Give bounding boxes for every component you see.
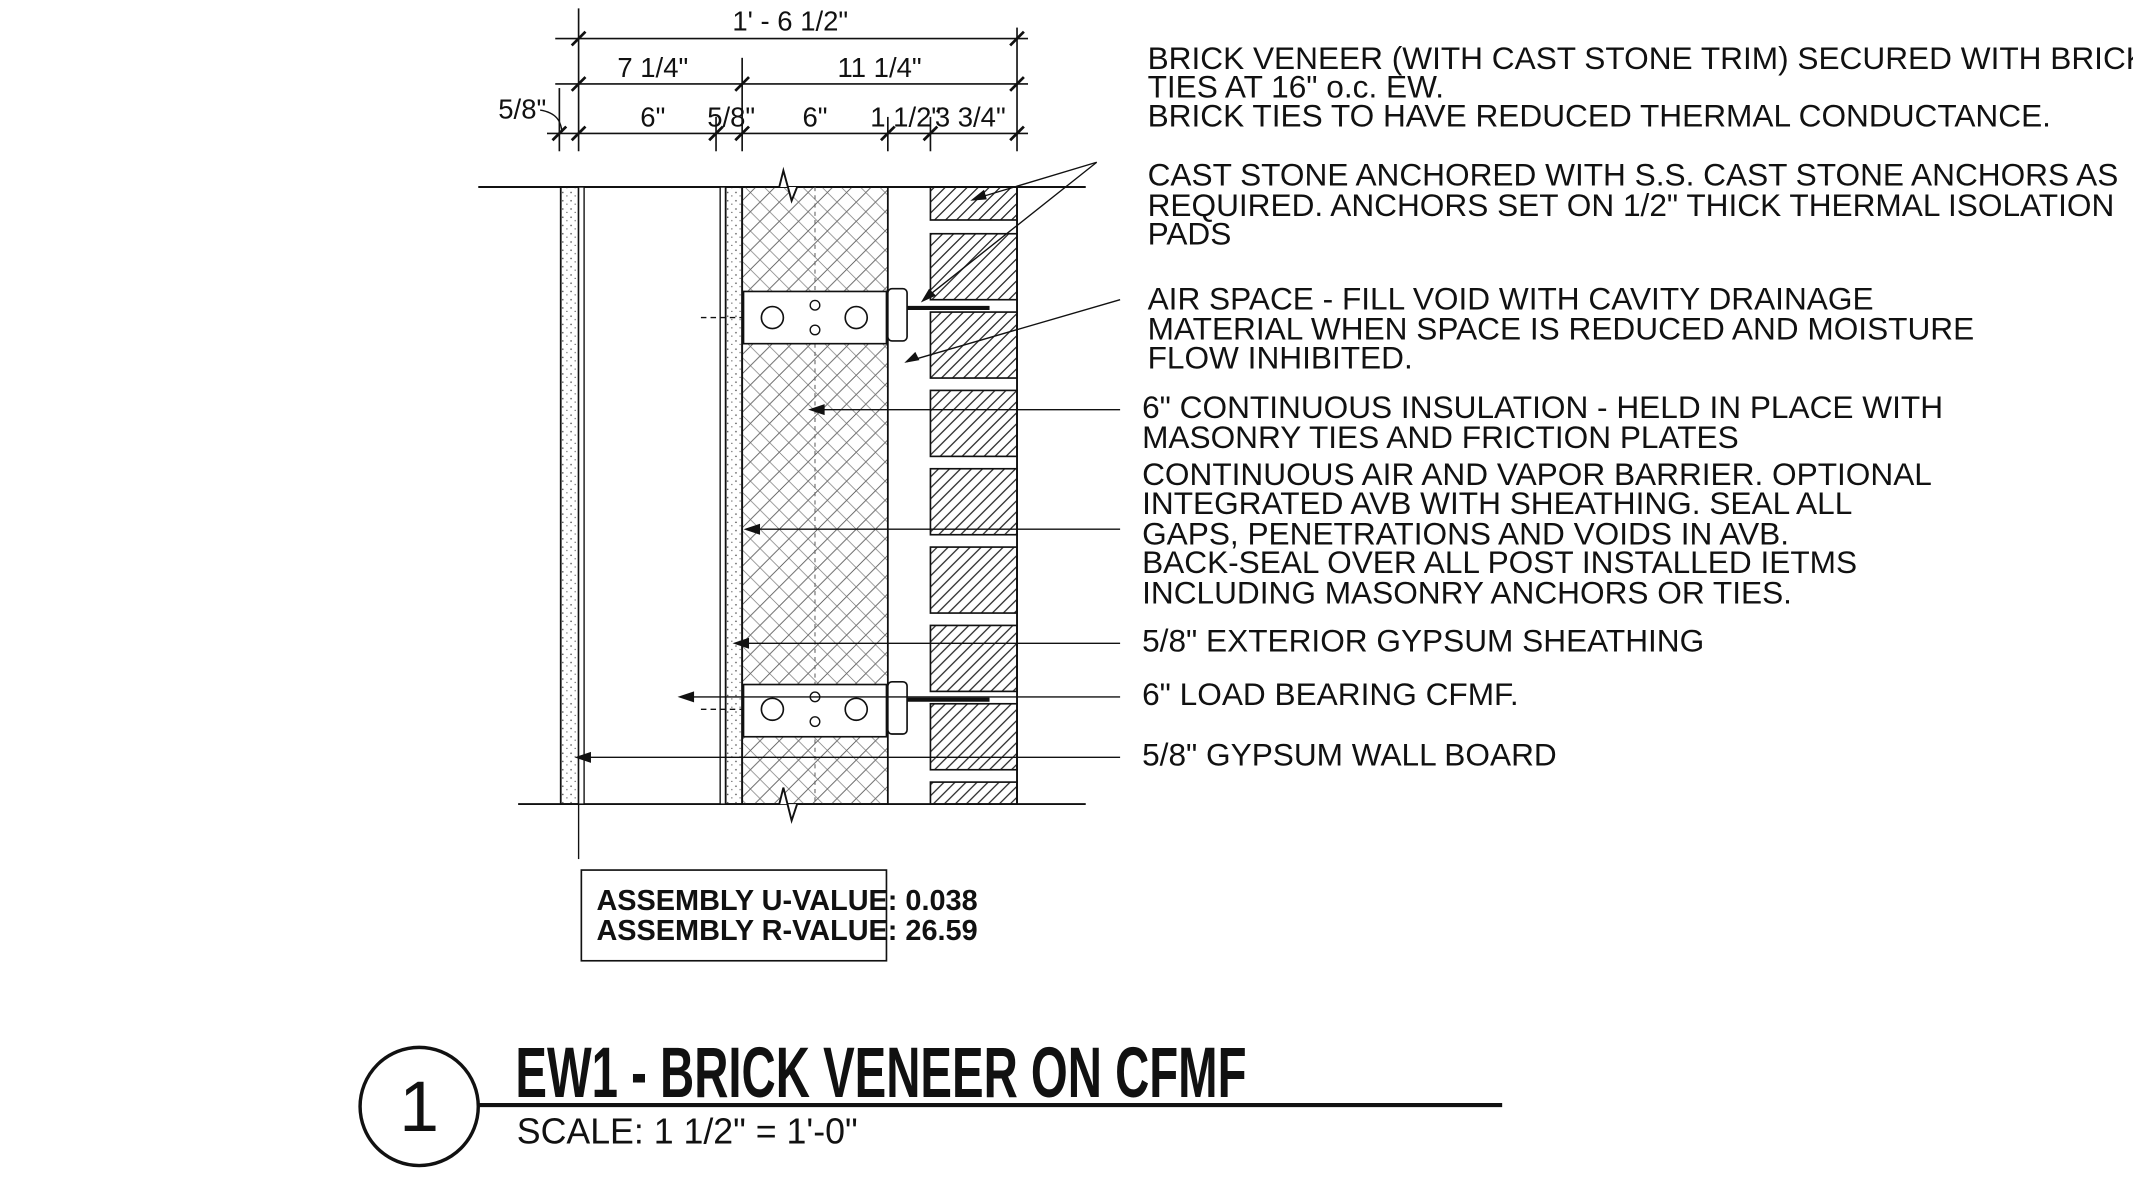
dim-overall: 1' - 6 1/2"	[732, 5, 848, 36]
note-line: PADS	[1148, 216, 1232, 252]
brick-veneer	[929, 186, 1018, 805]
dim-seg-stud: 6"	[640, 102, 665, 133]
note-line: BRICK TIES TO HAVE REDUCED THERMAL CONDU…	[1148, 98, 2051, 134]
dim-seg-sheathing: 5/8"	[707, 102, 755, 133]
dim-seg-air: 1 1/2"	[870, 102, 941, 133]
note-line: CONTINUOUS AIR AND VAPOR BARRIER. OPTION…	[1142, 456, 1932, 492]
detail-number: 1	[399, 1067, 439, 1147]
masonry-anchor-lower	[700, 680, 990, 738]
note-line: GAPS, PENETRATIONS AND VOIDS IN AVB.	[1142, 515, 1789, 551]
note-line: REQUIRED. ANCHORS SET ON 1/2" THICK THER…	[1148, 187, 2115, 223]
note-cfmf: 6" LOAD BEARING CFMF.	[1142, 676, 1519, 712]
masonry-anchor-upper	[700, 287, 990, 345]
note-brick-veneer: BRICK VENEER (WITH CAST STONE TRIM) SECU…	[1148, 40, 2133, 134]
assembly-values-box: ASSEMBLY U-VALUE: 0.038 ASSEMBLY R-VALUE…	[580, 869, 978, 962]
title-block: 1 EW1 - BRICK VENEER ON CFMF SCALE: 1 1/…	[358, 1033, 1503, 1168]
exterior-gypsum-sheathing	[724, 186, 744, 805]
dimension-strings	[540, 8, 1029, 152]
dim-group-right: 11 1/4"	[838, 52, 922, 83]
note-line: INTEGRATED AVB WITH SHEATHING. SEAL ALL	[1142, 485, 1852, 521]
dim-side-left: 5/8"	[498, 93, 546, 124]
dim-group-left: 7 1/4"	[617, 52, 688, 83]
note-sheathing: 5/8" EXTERIOR GYPSUM SHEATHING	[1142, 623, 1704, 659]
note-insulation: 6" CONTINUOUS INSULATION - HELD IN PLACE…	[1142, 389, 1943, 455]
note-line: MASONRY TIES AND FRICTION PLATES	[1142, 419, 1739, 455]
note-line: BACK-SEAL OVER ALL POST INSTALLED IETMS	[1142, 544, 1857, 580]
note-avb: CONTINUOUS AIR AND VAPOR BARRIER. OPTION…	[1142, 456, 1932, 610]
assembly-u-value: ASSEMBLY U-VALUE: 0.038	[596, 885, 977, 917]
note-line: CAST STONE ANCHORED WITH S.S. CAST STONE…	[1148, 157, 2119, 193]
detail-scale: SCALE: 1 1/2" = 1'-0"	[517, 1112, 858, 1152]
note-gwb: 5/8" GYPSUM WALL BOARD	[1142, 737, 1557, 773]
leader-arrowheads	[574, 189, 987, 763]
assembly-r-value: ASSEMBLY R-VALUE: 26.59	[596, 915, 977, 947]
note-line: 6" CONTINUOUS INSULATION - HELD IN PLACE…	[1142, 389, 1943, 425]
note-line: AIR SPACE - FILL VOID WITH CAVITY DRAINA…	[1148, 280, 1874, 316]
gypsum-wall-board	[559, 186, 580, 805]
cfmf-stud-left-flange	[577, 186, 585, 805]
note-line: MATERIAL WHEN SPACE IS REDUCED AND MOIST…	[1148, 311, 1975, 347]
detail-title: EW1 - BRICK VENEER ON CFMF	[515, 1033, 1246, 1113]
note-line: INCLUDING MASONRY ANCHORS OR TIES.	[1142, 574, 1792, 610]
leader-lines	[577, 161, 1121, 759]
note-line: TIES AT 16" o.c. EW.	[1148, 69, 1444, 105]
dim-seg-insulation: 6"	[802, 102, 827, 133]
note-cast-stone: CAST STONE ANCHORED WITH S.S. CAST STONE…	[1148, 157, 2119, 252]
wall-section	[478, 166, 1086, 860]
note-air-space: AIR SPACE - FILL VOID WITH CAVITY DRAINA…	[1148, 280, 1975, 375]
note-line: BRICK VENEER (WITH CAST STONE TRIM) SECU…	[1148, 40, 2133, 76]
note-line: FLOW INHIBITED.	[1148, 339, 1413, 375]
dim-seg-brick: 3 3/4"	[935, 102, 1006, 133]
